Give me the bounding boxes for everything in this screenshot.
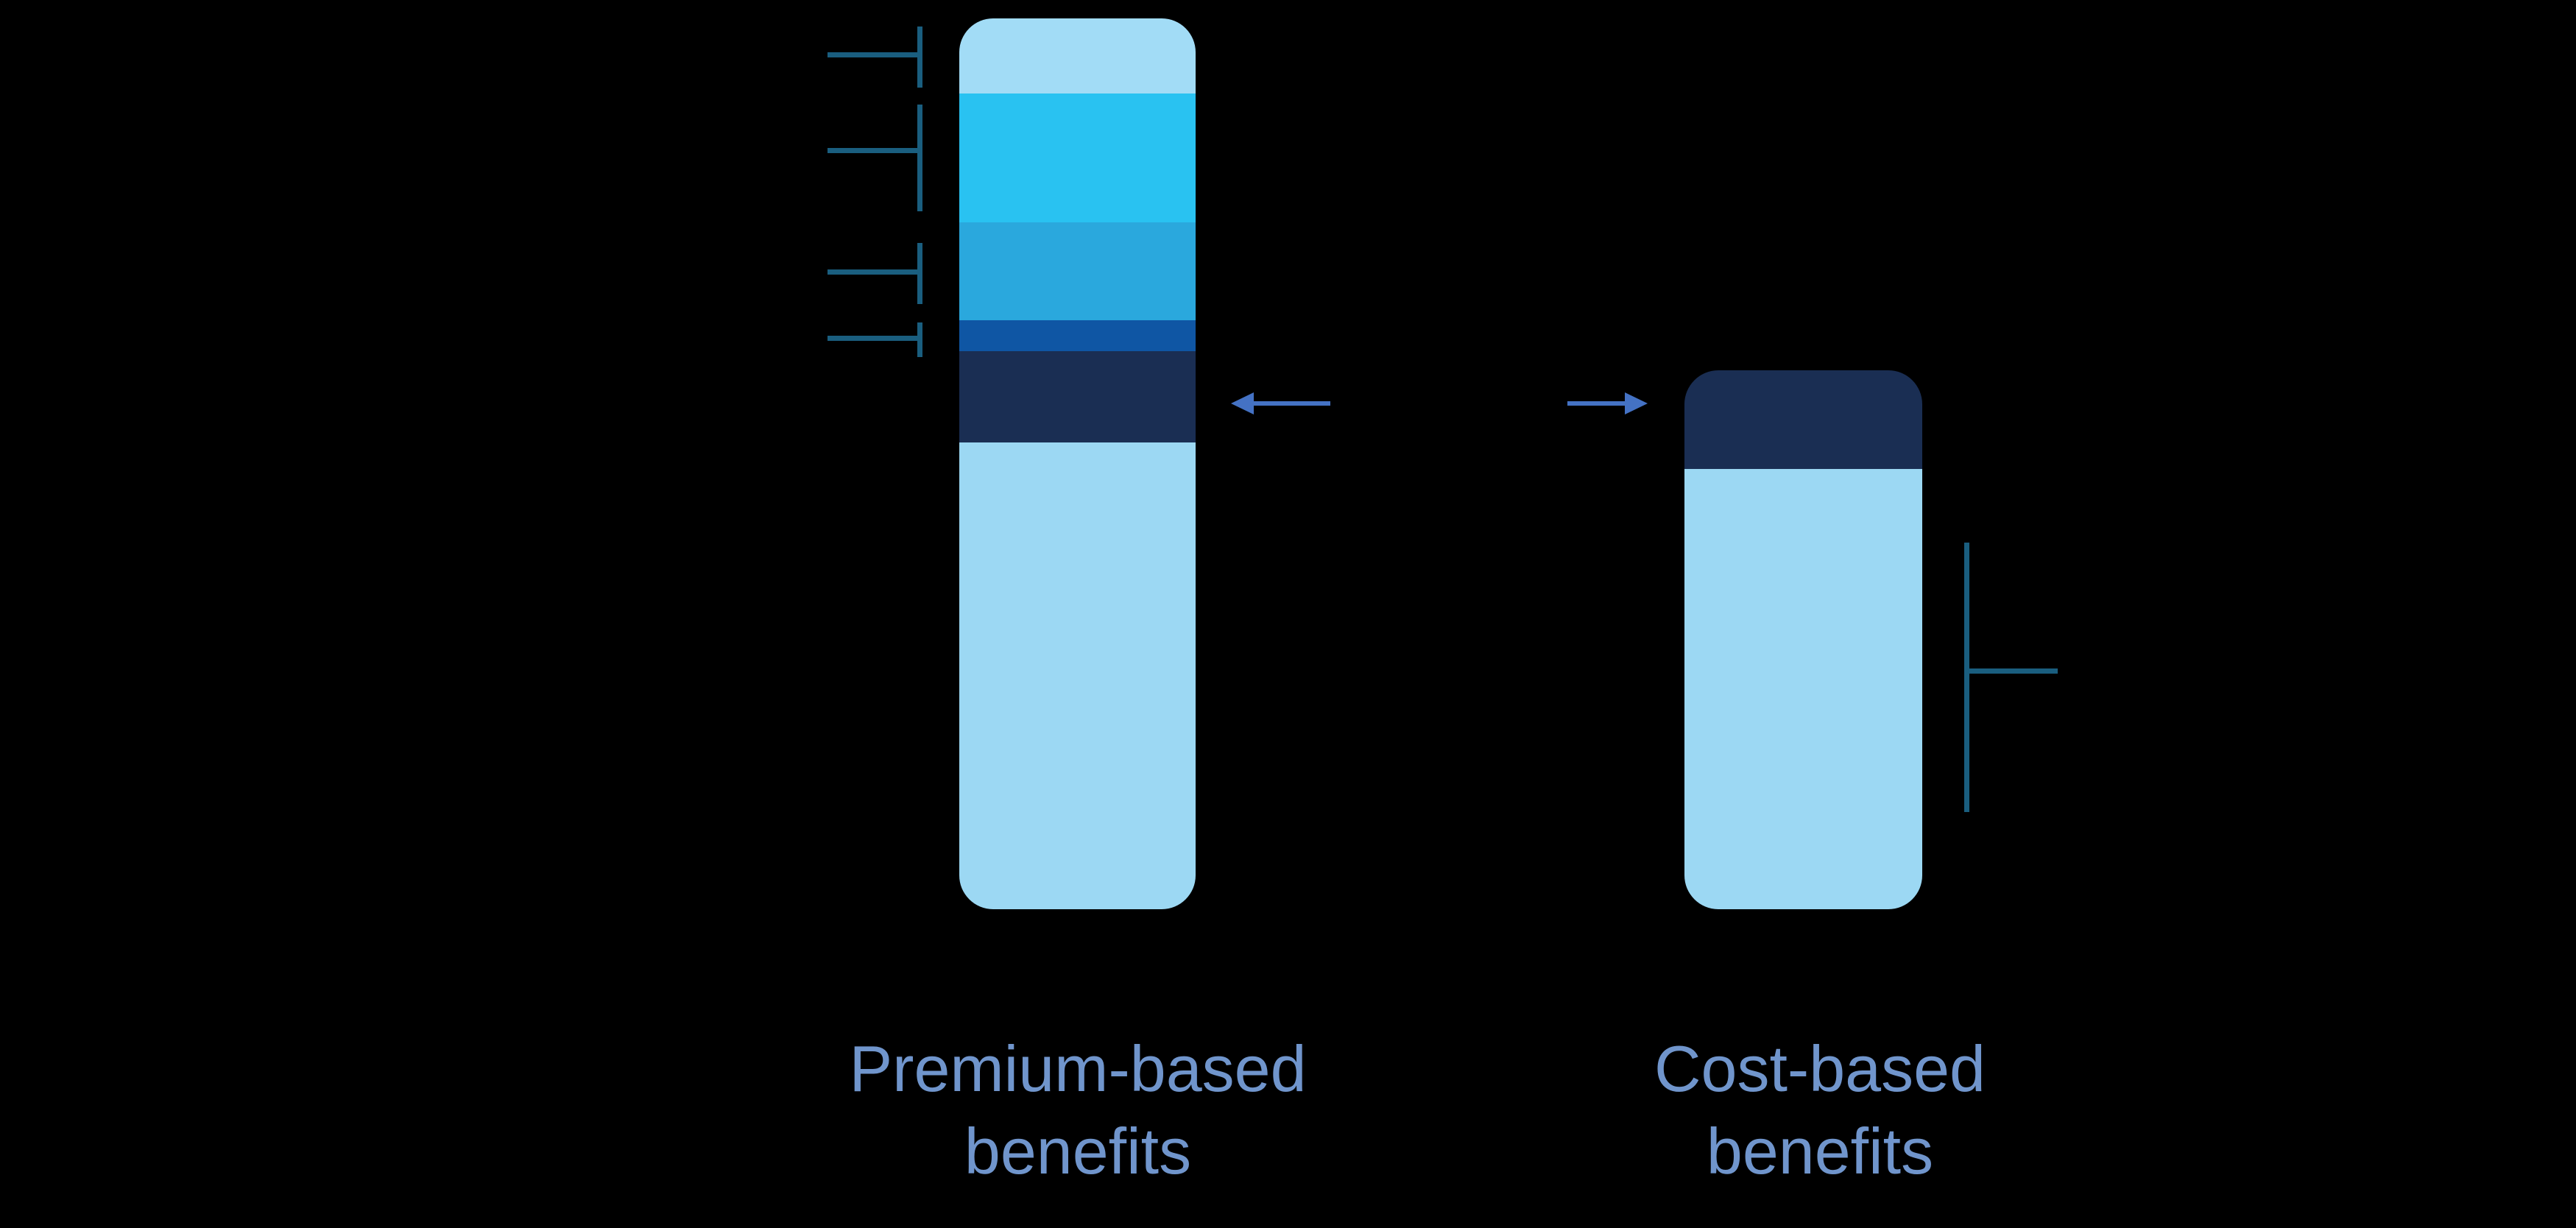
cost-bar-label-line2: benefits (1706, 1115, 1934, 1188)
cost-bar-segment-navy (1684, 370, 1922, 469)
cost-bar-segment-pale-blue (1684, 469, 1922, 909)
premium-bar-label-line2: benefits (964, 1115, 1192, 1188)
left-arrow-icon (1231, 392, 1254, 414)
premium-bar-segment-1-light-sky (959, 18, 1196, 93)
premium-bar-segment-3-azure (959, 222, 1196, 320)
bracket-segment4-leader-line (828, 336, 922, 341)
premium-bar-segment-4-royal-blue (959, 320, 1196, 351)
bracket-cost-pale-segment-vertical-line (1964, 543, 1969, 812)
premium-benefits-stacked-bar (959, 18, 1196, 909)
bracket-segment2-leader-line (828, 148, 922, 153)
premium-bar-label-line1: Premium-based (849, 1032, 1307, 1105)
bracket-segment1-leader-line (828, 52, 922, 57)
cost-bar-label: Cost-based benefits (1540, 1028, 2100, 1193)
premium-bar-segment-2-bright-cyan (959, 93, 1196, 222)
right-arrow-shaft (1567, 401, 1628, 406)
cost-benefits-stacked-bar (1684, 370, 1922, 909)
bracket-segment3-leader-line (828, 269, 922, 275)
bracket-segment2-vertical-line (917, 105, 922, 211)
premium-bar-label: Premium-based benefits (798, 1028, 1358, 1193)
left-arrow-shaft (1249, 401, 1330, 406)
cost-bar-label-line1: Cost-based (1654, 1032, 1986, 1105)
premium-bar-segment-5-navy (959, 351, 1196, 442)
right-arrow-icon (1625, 392, 1648, 414)
bracket-cost-pale-segment-leader-line (1969, 668, 2058, 674)
premium-bar-segment-6-pale-blue (959, 442, 1196, 909)
